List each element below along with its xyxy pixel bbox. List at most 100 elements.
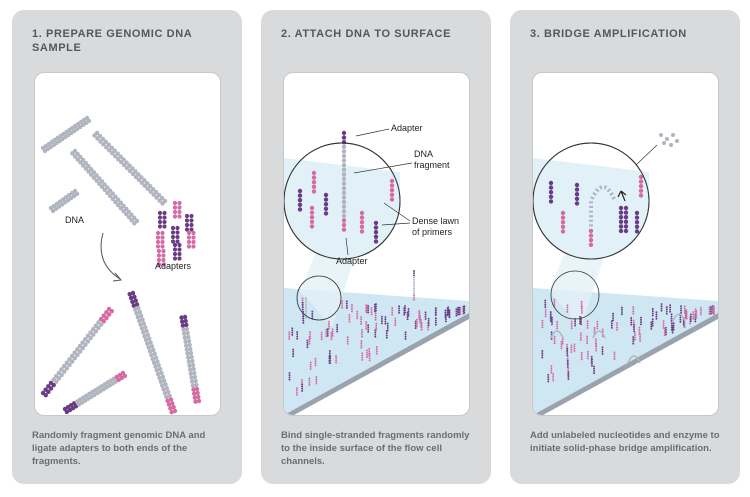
bead bbox=[548, 185, 554, 190]
bead bbox=[407, 314, 410, 317]
bead bbox=[685, 317, 688, 320]
bead bbox=[366, 353, 368, 356]
bead bbox=[634, 229, 640, 234]
bead bbox=[544, 310, 547, 313]
bead bbox=[655, 311, 658, 314]
bead bbox=[640, 318, 642, 321]
bead bbox=[413, 270, 415, 272]
bead bbox=[692, 315, 695, 318]
bead bbox=[601, 346, 604, 349]
bead bbox=[683, 323, 686, 326]
bead bbox=[708, 310, 711, 313]
bead bbox=[541, 356, 544, 359]
bead bbox=[297, 198, 303, 203]
bead bbox=[341, 300, 344, 303]
bead bbox=[570, 324, 573, 327]
bead bbox=[394, 324, 397, 327]
bead bbox=[72, 356, 78, 361]
bead bbox=[328, 359, 331, 362]
bead bbox=[561, 342, 564, 345]
bead bbox=[651, 314, 654, 317]
bead bbox=[406, 318, 409, 321]
bead bbox=[415, 318, 418, 321]
panel-bridge-amplification: 3. BRIDGE AMPLIFICATION Add unlabeled nu… bbox=[510, 10, 740, 484]
bead bbox=[101, 142, 106, 147]
bead bbox=[639, 335, 642, 338]
bead bbox=[189, 354, 194, 360]
bead bbox=[180, 323, 186, 328]
bead bbox=[127, 291, 132, 297]
bead bbox=[297, 202, 303, 207]
bead bbox=[560, 210, 566, 216]
bead bbox=[458, 306, 461, 309]
bead bbox=[685, 311, 688, 313]
bead bbox=[301, 387, 304, 390]
bead bbox=[566, 308, 569, 311]
bead bbox=[404, 335, 407, 338]
bead bbox=[566, 347, 569, 350]
bead bbox=[326, 332, 329, 335]
bead bbox=[301, 383, 304, 386]
bead bbox=[567, 373, 570, 376]
bead bbox=[154, 195, 159, 200]
bead bbox=[679, 316, 682, 319]
nucleotides-icon bbox=[659, 133, 679, 147]
magnified-surface bbox=[533, 158, 649, 259]
bead bbox=[420, 322, 423, 324]
bead bbox=[345, 300, 348, 303]
bead bbox=[616, 322, 618, 325]
bead bbox=[638, 193, 644, 198]
bead bbox=[145, 332, 151, 338]
bead bbox=[670, 313, 673, 316]
bead bbox=[311, 175, 317, 180]
bead bbox=[672, 324, 675, 327]
bead bbox=[574, 324, 577, 327]
bead bbox=[463, 307, 466, 310]
bead bbox=[587, 353, 589, 356]
bead bbox=[361, 356, 364, 359]
bead bbox=[638, 179, 644, 184]
bead bbox=[601, 348, 604, 351]
bead bbox=[107, 193, 113, 199]
bead bbox=[551, 318, 553, 321]
bead bbox=[359, 215, 365, 220]
bead bbox=[413, 274, 415, 277]
bead bbox=[448, 314, 451, 316]
bead bbox=[581, 312, 583, 314]
bead bbox=[110, 151, 115, 156]
bead bbox=[115, 202, 121, 208]
bead bbox=[613, 351, 616, 354]
bead bbox=[639, 337, 642, 340]
bead bbox=[549, 320, 552, 322]
bead bbox=[709, 310, 712, 313]
bead bbox=[292, 348, 295, 351]
bead bbox=[360, 318, 363, 321]
flow-cell-surface bbox=[533, 288, 718, 415]
bead bbox=[135, 314, 141, 320]
bead bbox=[341, 167, 347, 172]
bead bbox=[328, 327, 330, 330]
bead bbox=[368, 359, 371, 362]
bead bbox=[301, 299, 304, 302]
bead bbox=[544, 303, 547, 306]
bead bbox=[630, 319, 633, 322]
bead bbox=[314, 357, 317, 360]
bead bbox=[297, 207, 303, 212]
bead bbox=[161, 262, 166, 267]
bead bbox=[189, 218, 194, 223]
bead bbox=[365, 325, 368, 328]
bead bbox=[633, 328, 636, 331]
bead bbox=[541, 350, 544, 352]
process-arrow bbox=[100, 232, 121, 280]
bead bbox=[107, 148, 112, 153]
adapters-label: Adapters bbox=[155, 261, 192, 271]
bead bbox=[561, 340, 564, 343]
bead bbox=[590, 357, 593, 360]
bead bbox=[595, 349, 598, 352]
bead bbox=[51, 382, 56, 388]
bead bbox=[550, 331, 553, 334]
bead bbox=[175, 234, 180, 240]
bead bbox=[638, 328, 641, 331]
bead bbox=[612, 317, 615, 319]
bead bbox=[544, 315, 547, 318]
